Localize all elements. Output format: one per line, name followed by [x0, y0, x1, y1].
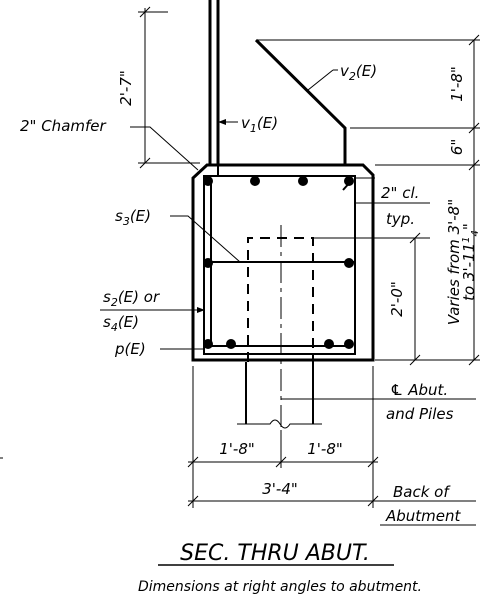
- typ-label: typ.: [386, 210, 415, 228]
- pile-break-mark: [237, 419, 322, 429]
- rebar-dot: [344, 176, 354, 186]
- half-dim-tick-b: [275, 456, 287, 468]
- reinforcement-cage-outer: [203, 175, 356, 355]
- total-dim-tick-a: [187, 495, 199, 507]
- v2-dim-tick-a: [468, 34, 480, 46]
- left-half-dim: 1'-8": [219, 440, 255, 458]
- inner-dim-tick-a: [409, 232, 421, 244]
- rebar-dot: [203, 339, 213, 349]
- v2-leader: [307, 69, 334, 91]
- and-piles-label: and Piles: [386, 405, 454, 423]
- v2-label: v2(E): [340, 62, 377, 83]
- cl-abut-label: ℄ Abut.: [390, 381, 448, 399]
- half-dim-tick-c: [367, 456, 379, 468]
- top-dim-tick-a: [139, 6, 151, 18]
- v2-stirrup-line: [254, 38, 347, 165]
- chamfer-label: 2" Chamfer: [20, 117, 107, 135]
- rebar-dot: [344, 258, 354, 268]
- v1-arrowhead: [218, 119, 226, 125]
- varies-dim-line1: Varies from 3'-8": [445, 199, 463, 325]
- top-height-dim: 2'-7": [117, 70, 135, 106]
- s3-leader: [170, 215, 241, 263]
- rebar-dot: [298, 176, 308, 186]
- rebar-dot: [250, 176, 260, 186]
- abutment-label: Abutment: [385, 507, 462, 525]
- s2-s4-arrowhead: [197, 307, 205, 313]
- dimension-note: Dimensions at right angles to abutment.: [138, 579, 422, 595]
- s4-label: s4(E): [103, 313, 139, 334]
- total-width-dim: 3'-4": [262, 480, 298, 498]
- v2-dim-tick-b: [468, 122, 480, 134]
- varies-dim-line2: to 3'-1114": [460, 223, 481, 301]
- reinforcement-cage-inner: [210, 182, 348, 347]
- rebar-dot: [203, 176, 213, 186]
- rebar-dots: [203, 176, 354, 349]
- rebar-dot: [344, 339, 354, 349]
- half-dim-tick-a: [187, 456, 199, 468]
- right-half-dim: 1'-8": [307, 440, 343, 458]
- p-label: p(E): [114, 340, 146, 358]
- varies-dim-tick: [468, 354, 480, 366]
- clear-label: 2" cl.: [381, 184, 419, 202]
- s2-or-label: s2(E) or: [103, 288, 160, 309]
- rebar-dot: [203, 258, 213, 268]
- total-dim-tick-b: [367, 495, 379, 507]
- section-title: SEC. THRU ABUT.: [180, 541, 370, 566]
- rebar-dot: [324, 339, 334, 349]
- top-dim-tick-b: [139, 157, 151, 169]
- inner-dim-tick-b: [409, 354, 421, 366]
- s3-label: s3(E): [115, 207, 151, 228]
- inner-height-dim: 2'-0": [388, 281, 406, 317]
- v1-label: v1(E): [241, 114, 278, 135]
- v2-height-dim: 1'-8": [448, 66, 466, 102]
- pile-cap-outline: [191, 163, 375, 362]
- chamfer-leader: [130, 126, 199, 171]
- chamfer-height-dim: 6": [448, 139, 466, 155]
- back-of-label: Back of: [393, 483, 451, 501]
- rebar-dot: [226, 339, 236, 349]
